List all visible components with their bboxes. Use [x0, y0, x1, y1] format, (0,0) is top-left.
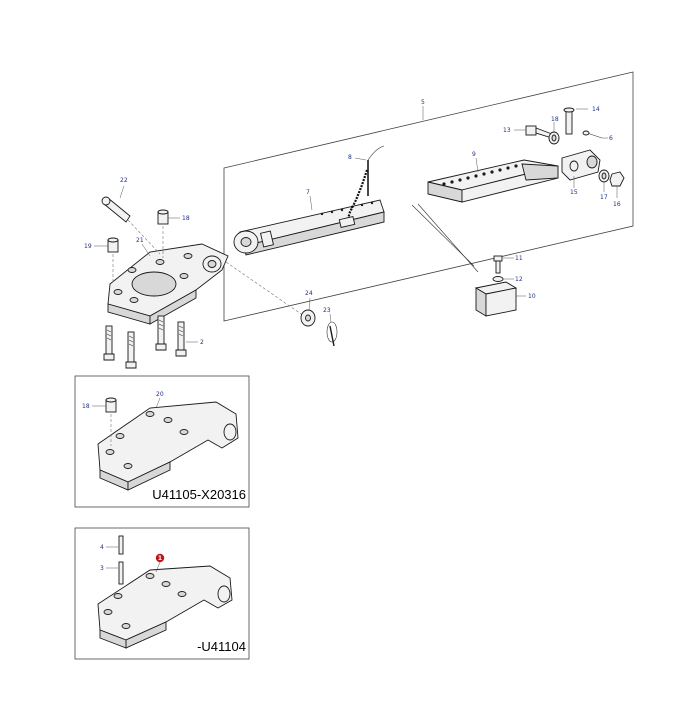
bolts-2 [103, 315, 198, 369]
panel-outline [223, 71, 634, 322]
callout-12: 12 [515, 276, 523, 283]
pin-22 [101, 185, 161, 255]
drawbar-panel [223, 71, 634, 322]
callout-6: 6 [609, 135, 613, 142]
callout-14: 14 [592, 106, 600, 113]
clevis-15 [561, 149, 601, 188]
nut-16 [609, 171, 625, 198]
bracket-21 [107, 243, 229, 325]
lynch-pin-23 [326, 313, 338, 347]
callout-2: 2 [200, 339, 204, 346]
inset-top [74, 375, 250, 508]
badge-1-number: 1 [158, 555, 162, 562]
callout-13: 13 [503, 127, 511, 134]
callout-24: 24 [305, 290, 313, 297]
callout-15: 15 [570, 189, 578, 196]
callout-18-inset: 18 [82, 403, 90, 410]
callout-10: 10 [528, 293, 536, 300]
bushing-18-bracket [157, 209, 180, 258]
washer-17 [598, 169, 610, 192]
callout-4: 4 [100, 544, 104, 551]
callout-19: 19 [84, 243, 92, 250]
bushing-19 [94, 237, 119, 284]
drawbar-7 [233, 195, 385, 256]
callout-16: 16 [613, 201, 621, 208]
callout-23: 23 [323, 307, 331, 314]
callout-20: 20 [156, 391, 164, 398]
washer-12 [492, 276, 514, 282]
inset-bottom-code: -U41104 [197, 639, 246, 654]
pin-chain-8 [338, 145, 385, 229]
inset-top-code: U41105-X20316 [152, 487, 246, 502]
extension-bar-9 [427, 157, 559, 203]
alignment-line [225, 261, 305, 317]
callout-18-bracket: 18 [182, 215, 190, 222]
bolt-11 [493, 255, 514, 274]
callout-21: 21 [136, 237, 144, 244]
callout-5: 5 [421, 99, 425, 106]
pin-14 [563, 107, 588, 135]
callout-18-clevis: 18 [551, 116, 559, 123]
callout-7: 7 [306, 189, 310, 196]
callout-11: 11 [515, 255, 523, 262]
callout-22: 22 [120, 177, 128, 184]
bushing-18 [548, 122, 560, 145]
callout-8: 8 [348, 154, 352, 161]
washer-24 [300, 297, 316, 327]
bolt-13 [514, 125, 553, 139]
sleeve-10 [474, 281, 526, 317]
inset-bottom [74, 527, 250, 660]
badge-1: 1 [155, 553, 165, 563]
cotter-6 [582, 130, 608, 139]
callout-9: 9 [472, 151, 476, 158]
callout-3: 3 [100, 565, 104, 572]
callouts: 5 14 18 13 6 8 9 7 15 17 16 11 12 10 22 … [82, 99, 621, 572]
callout-17: 17 [600, 194, 608, 201]
